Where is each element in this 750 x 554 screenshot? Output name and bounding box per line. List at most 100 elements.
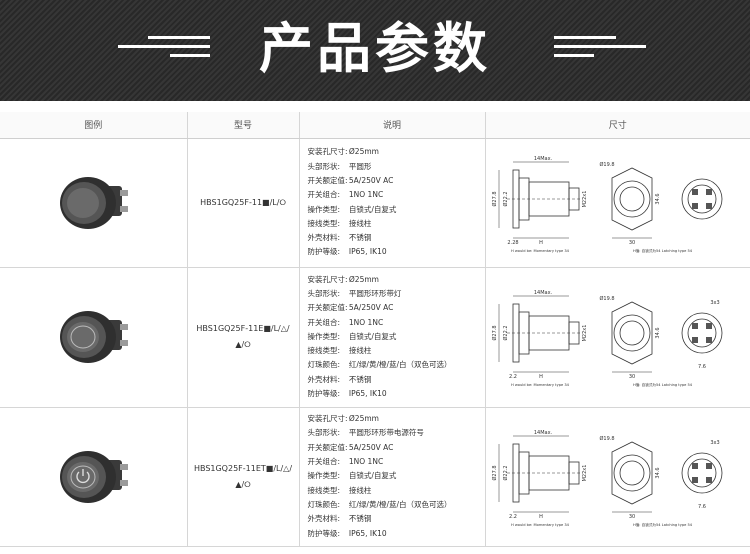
spec-line: 外壳材料: 不锈钢 [308,512,485,526]
spec-line: 外壳材料: 不锈钢 [308,231,485,245]
spec-value: 红/绿/黄/橙/蓝/白（双色可选） [348,360,452,370]
model-cell: HBS1GQ25F-11E■/L/△/ ▲/⭘ [186,267,299,408]
dim-dia2-label: Ø22.2 [502,191,509,206]
spec-line: 开关额定值: 5A/250V AC [308,441,485,455]
dim-thickness-label: 2.28 [507,240,518,246]
dim-length-label: 34.6 [655,193,661,204]
spec-line: 安装孔尺寸: Ø25mm [308,273,485,287]
spec-line: 防护等级: IP65, IK10 [308,245,485,259]
dim-frame-label: 7.6 [698,364,706,370]
dim-terminal-label: 3x3 [710,440,719,446]
spec-key: 防护等级: [307,389,341,399]
spec-key: 开关额定值: [307,303,348,313]
spec-line: 接线类型: 接线柱 [308,344,485,358]
model-number: HBS1GQ25F-11E■/L/△/ [196,324,290,333]
push-button-photo [60,311,129,363]
spec-value: 自锁式/自复式 [348,331,397,341]
dim-dia2-label: Ø22.2 [502,325,509,340]
dim-h-label: H [539,514,543,520]
spec-key: 安装孔尺寸: [307,274,348,284]
model-cell: HBS1GQ25F-11■/L/⭘ [186,138,299,268]
push-button-photo [60,450,129,503]
spec-key: 操作类型: [307,471,341,481]
spec-value: 不锈钢 [348,374,372,384]
spec-key: 安装孔尺寸: [307,414,348,424]
spec-value: 不锈钢 [348,514,372,524]
product-photo-cell [0,407,187,547]
spec-line: 头部形状: 平圆形环形带电源符号 [308,426,485,440]
spec-value: 5A/250V AC [348,442,394,452]
dimension-note: H would be: Momentary type 34 [511,383,570,387]
spec-key: 开关组合: [307,457,341,467]
dimension-note: H值: 自锁式为54 Latching type 54 [633,382,693,387]
spec-key: 操作类型: [307,331,341,341]
product-photo-cell [0,267,187,408]
model-number: HBS1GQ25F-11■/L/⭘ [200,197,286,207]
spec-value: 1NO 1NC [348,317,384,327]
model-number: HBS1GQ25F-11ET■/L/△/ [193,463,293,473]
spec-key: 防护等级: [307,528,341,538]
spec-table: 图例 型号 说明 尺寸 HBS1GQ25F-11■/L/⭘安装孔尺寸: Ø25m… [0,112,750,547]
dimension-note: H值: 自锁式为54 Latching type 54 [633,248,693,253]
spec-value: 接线柱 [348,485,372,495]
spec-value: 自锁式/自复式 [348,204,397,214]
dim-terminal-label: 3x3 [710,300,719,306]
dimension-note: H would be: Momentary type 34 [511,523,570,527]
model-cell: HBS1GQ25F-11ET■/L/△/ ▲/⭘ [186,407,299,547]
dim-dia1-label: Ø27.8 [491,465,498,480]
dim-width-label: 30 [629,240,635,246]
spec-key: 开关额定值: [307,175,348,185]
spec-key: 灯珠颜色: [307,499,341,509]
spec-value: IP65, IK10 [348,247,387,257]
dim-frame-label: 7.6 [698,504,706,510]
dim-diameter-label: Ø19.8 [599,435,614,442]
spec-value: 自锁式/自复式 [348,471,397,481]
spec-key: 开关额定值: [307,442,348,452]
spec-key: 接线类型: [307,346,341,356]
dimension-note: H would be: Momentary type 34 [511,249,570,253]
dim-thread-label: M22x1 [582,190,588,207]
spec-line: 开关额定值: 5A/250V AC [308,174,485,188]
dim-dia2-label: Ø22.2 [502,465,509,480]
spec-line: 接线类型: 接线柱 [308,217,485,231]
spec-line: 头部形状: 平圆形 [308,160,485,174]
spec-value: 1NO 1NC [348,457,384,467]
spec-line: 操作类型: 自锁式/自复式 [308,330,485,344]
spec-line: 操作类型: 自锁式/自复式 [308,469,485,483]
decorative-lines-left [118,34,210,60]
spec-line: 接线类型: 接线柱 [308,484,485,498]
spec-key: 开关组合: [307,190,341,200]
spec-key: 接线类型: [307,218,341,228]
spec-line: 安装孔尺寸: Ø25mm [308,145,485,159]
spec-key: 外壳材料: [307,514,341,524]
spec-key: 开关组合: [307,317,341,327]
spec-value: 平圆形 [348,161,372,171]
dim-thread-label: M22x1 [582,325,588,342]
dim-diameter-label: Ø19.8 [599,161,614,168]
decorative-lines-right [554,34,646,60]
spec-value: 1NO 1NC [348,190,384,200]
spec-line: 头部形状: 平圆形环形带灯 [308,287,485,301]
dim-thread-label: M22x1 [582,464,588,481]
spec-value: IP65, IK10 [348,389,387,399]
model-number: ▲/⭘ [235,479,251,489]
dim-h-label: H [539,240,543,246]
dim-thickness-label: 2.2 [509,374,517,380]
spec-key: 头部形状: [307,161,341,171]
dim-dia1-label: Ø27.8 [491,325,498,340]
dim-top-label: 14Max. [534,290,553,296]
spec-line: 灯珠颜色: 红/绿/黄/橙/蓝/白（双色可选） [308,498,485,512]
title-banner: 产品参数 [0,0,750,101]
spec-value: 红/绿/黄/橙/蓝/白（双色可选） [348,499,452,509]
model-number: ▲/⭘ [235,340,251,349]
